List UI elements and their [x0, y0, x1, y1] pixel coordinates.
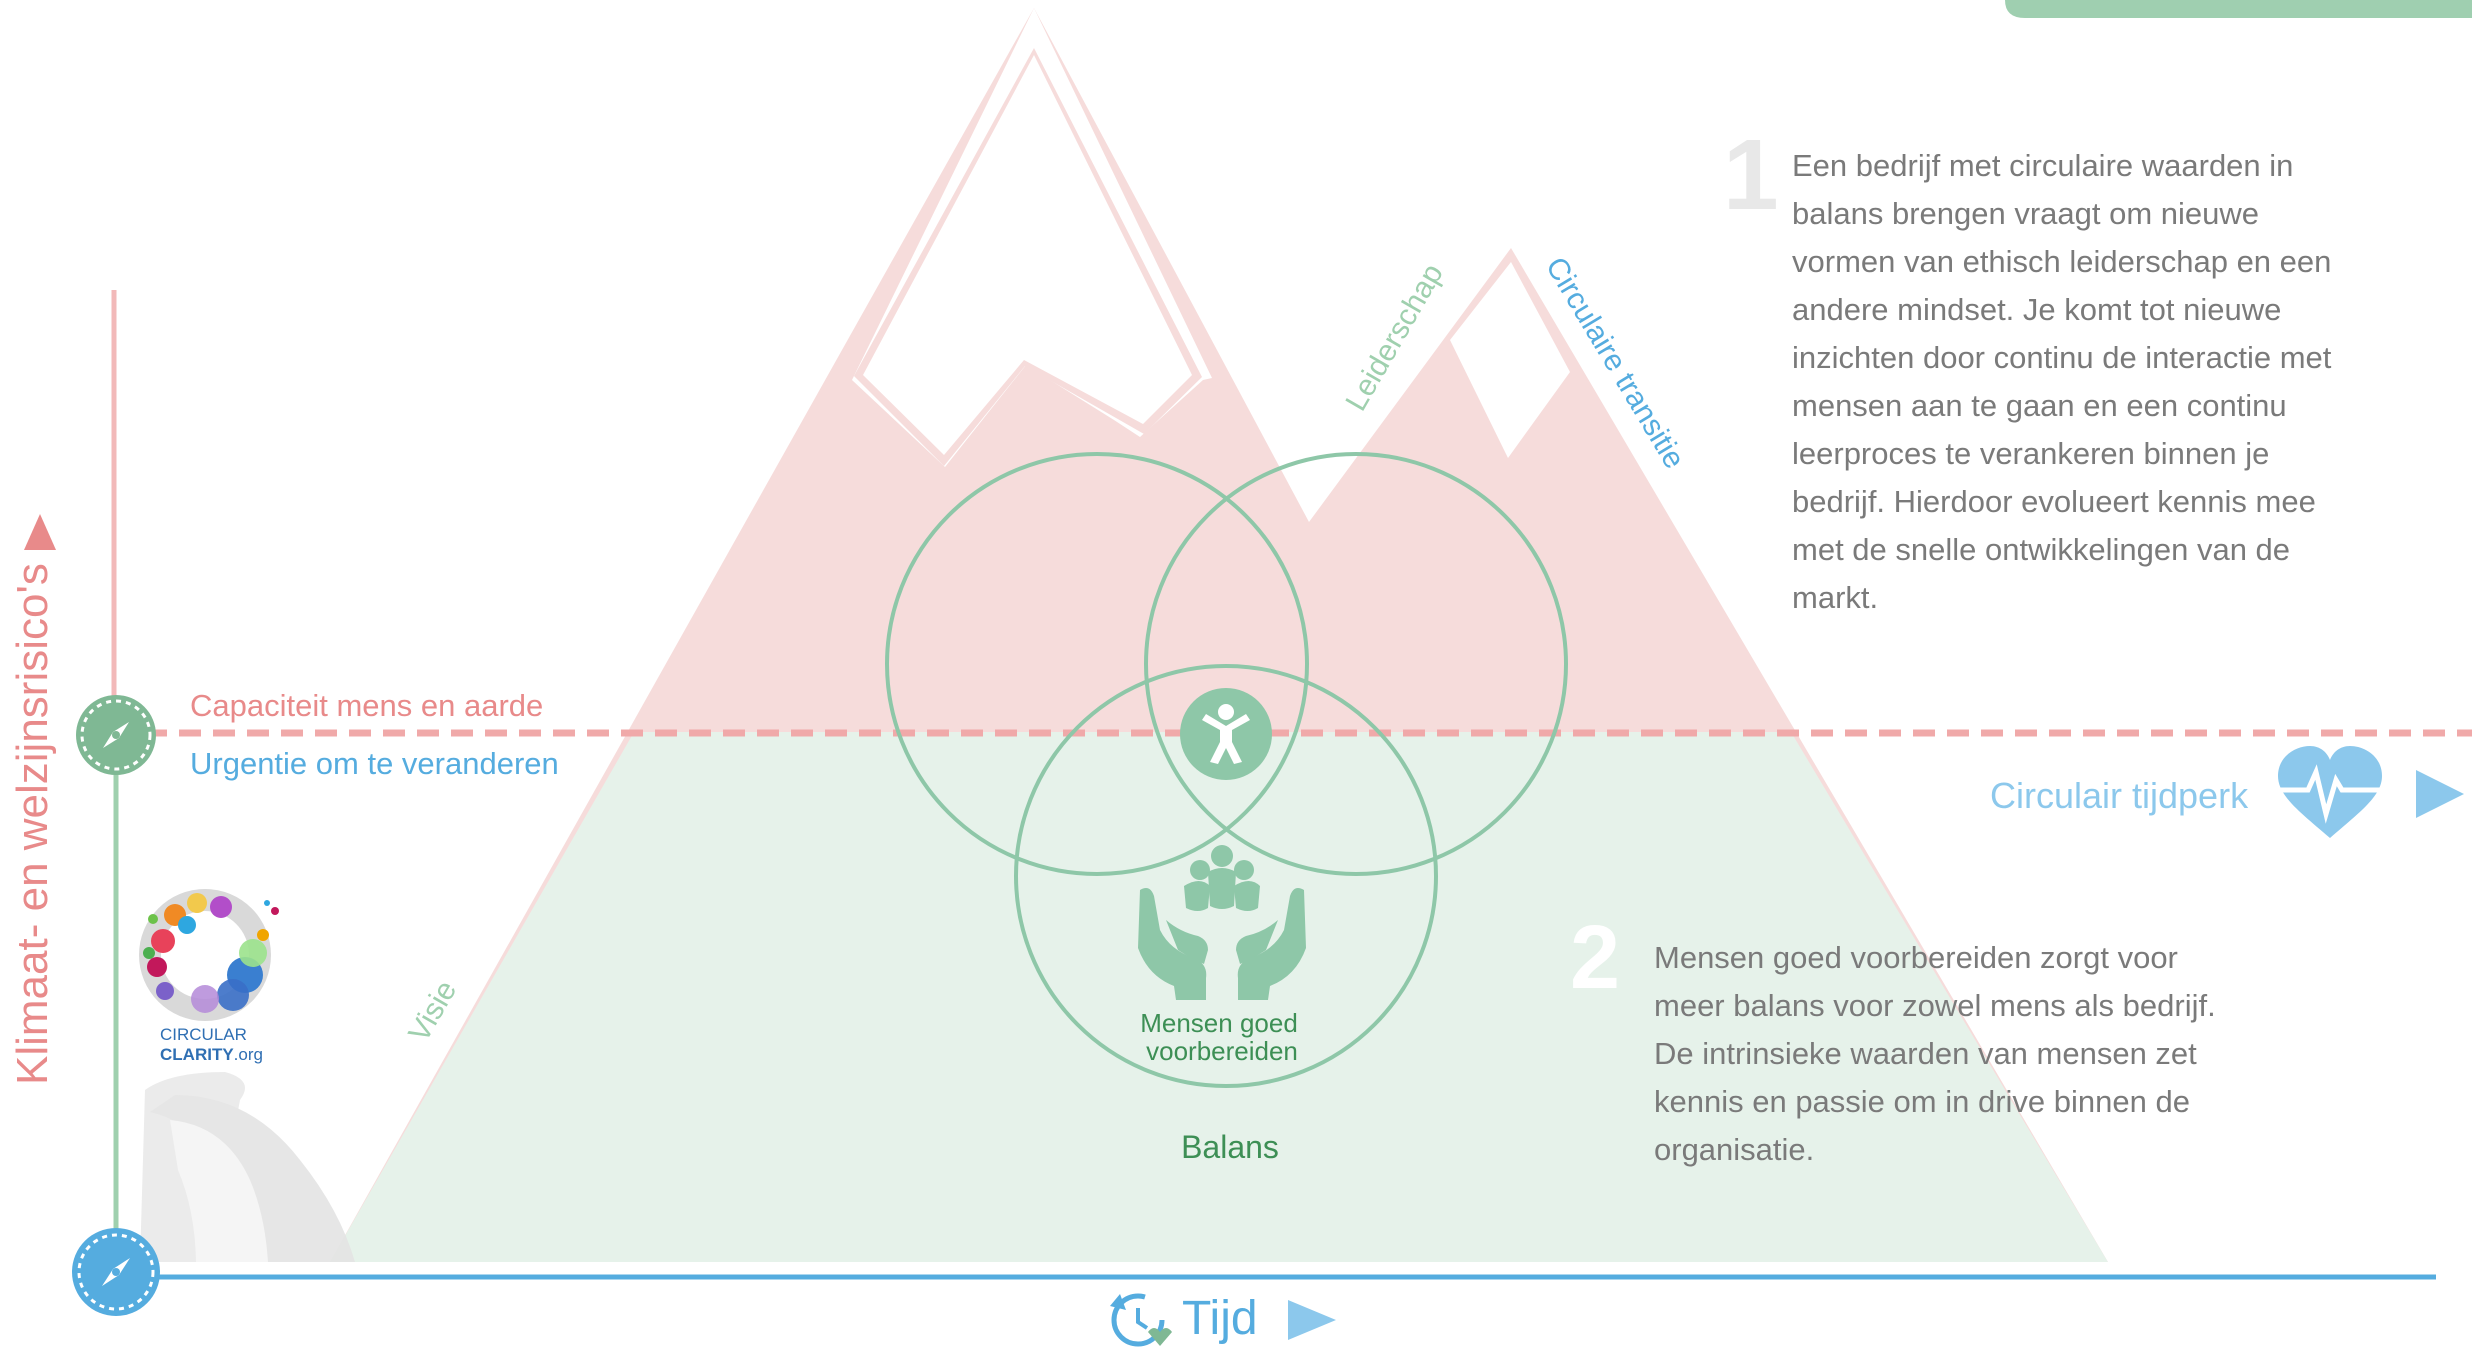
paragraph-line: andere mindset. Je komt tot nieuwe: [1792, 292, 2282, 327]
urgency-label: Urgentie om te veranderen: [190, 746, 559, 781]
logo-text-line1: CIRCULAR: [160, 1025, 247, 1044]
top-tab: [2005, 0, 2472, 18]
era-label: Circulair tijdperk: [1990, 775, 2249, 816]
clock-icon: [1110, 1293, 1172, 1347]
snow-cap-right-peak: [1450, 262, 1570, 458]
era-arrow-icon: [2416, 770, 2464, 818]
compass-icon: [76, 695, 156, 775]
hands-icon: [1138, 888, 1306, 1000]
compass-icon: [72, 1228, 160, 1316]
paragraph-line: kennis en passie om in drive binnen de: [1654, 1084, 2190, 1119]
logo-icon: [139, 889, 279, 1021]
paragraph-line: inzichten door continu de interactie met: [1792, 340, 2332, 375]
balans-label: Balans: [1181, 1129, 1279, 1165]
group-icon: [1184, 845, 1260, 911]
risk-arrow-up-icon: [24, 514, 56, 550]
paragraph-line: met de snelle ontwikkelingen van de: [1792, 532, 2291, 567]
paragraph-line: De intrinsieke waarden van mensen zet: [1654, 1036, 2197, 1071]
venn-circle-right: [1144, 452, 1568, 876]
snow-cap-main-hollow: [863, 55, 1192, 455]
paragraph-line: leerproces te verankeren binnen je: [1792, 436, 2270, 471]
section-1-number: 1: [1723, 119, 1779, 231]
y-axis-label: Klimaat- en welzijnsrisico's: [8, 563, 57, 1085]
venn-circle-bottom: [1014, 664, 1438, 1088]
time-arrow-icon: [1288, 1300, 1336, 1340]
venn-center-label-2: voorbereiden: [1146, 1036, 1298, 1066]
paragraph-line: bedrijf. Hierdoor evolueert kennis mee: [1792, 484, 2316, 519]
balance-zone: [330, 732, 2108, 1262]
person-icon: [1180, 688, 1272, 780]
logo-clarity: CLARITY: [160, 1045, 234, 1064]
logo-suffix: .org: [234, 1045, 263, 1064]
capacity-label: Capaciteit mens en aarde: [190, 688, 543, 723]
paragraph-line: Een bedrijf met circulaire waarden in: [1792, 148, 2294, 183]
paragraph-line: Mensen goed voorbereiden zorgt voor: [1654, 940, 2178, 975]
paragraph-line: vormen van ethisch leiderschap en een: [1792, 244, 2332, 279]
section-2-text: Mensen goed voorbereiden zorgt voor meer …: [1654, 934, 2216, 1174]
paragraph-line: meer balans voor zowel mens als bedrijf.: [1654, 988, 2216, 1023]
road-icon: [140, 1072, 355, 1262]
paragraph-line: organisatie.: [1654, 1132, 1815, 1167]
paragraph-line: balans brengen vraagt om nieuwe: [1792, 196, 2260, 231]
venn-circle-left: [885, 452, 1309, 876]
visie-label: Visie: [402, 975, 463, 1047]
heartbeat-icon: [2278, 746, 2382, 838]
paragraph-line: mensen aan te gaan en een continu: [1792, 388, 2287, 423]
section-1-text: Een bedrijf met circulaire waarden in bal…: [1792, 142, 2331, 622]
paragraph-line: markt.: [1792, 580, 1879, 615]
logo-text-line2: CLARITY.org: [160, 1045, 263, 1064]
venn-center-label-1: Mensen goed: [1140, 1008, 1298, 1038]
x-axis-label: Tijd: [1182, 1292, 1258, 1345]
section-2-number: 2: [1570, 908, 1621, 1008]
